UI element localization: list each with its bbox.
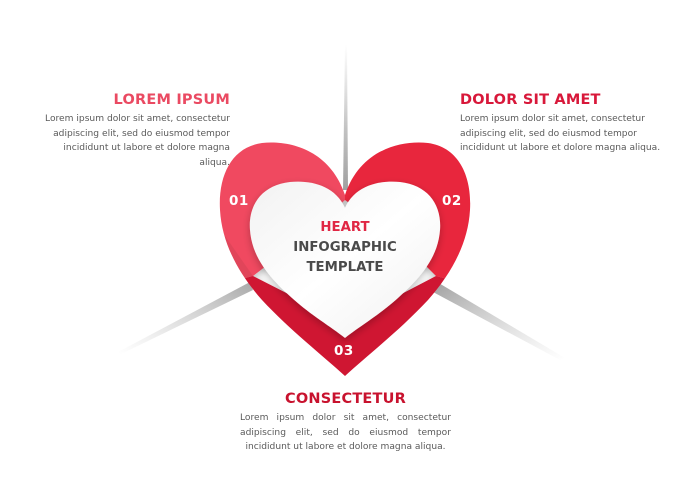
center-title-heart: HEART xyxy=(320,220,370,235)
fold-line-left xyxy=(118,282,253,354)
text-block-01: LOREM IPSUM Lorem ipsum dolor sit amet, … xyxy=(30,92,230,170)
fold-line-right xyxy=(433,282,565,360)
center-title-infographic: INFOGRAPHIC xyxy=(293,240,397,255)
segment-number-01: 01 xyxy=(229,193,249,209)
heart-inner xyxy=(249,181,441,338)
block-title-02: DOLOR SIT AMET xyxy=(460,92,601,108)
block-body-01: Lorem ipsum dolor sit amet, consectetur … xyxy=(45,114,230,168)
center-title-template: TEMPLATE xyxy=(306,260,384,275)
block-body-02: Lorem ipsum dolor sit amet, consectetur … xyxy=(460,114,661,153)
block-body-03: Lorem ipsum dolor sit amet, consectetur … xyxy=(240,413,451,452)
center-title: HEART INFOGRAPHIC TEMPLATE xyxy=(270,218,420,278)
text-block-03: CONSECTETUR Lorem ipsum dolor sit amet, … xyxy=(240,391,451,455)
fold-line-top xyxy=(343,45,348,190)
block-title-01: LOREM IPSUM xyxy=(113,92,230,108)
segment-number-03: 03 xyxy=(334,343,354,359)
segment-number-02: 02 xyxy=(442,193,462,209)
block-title-03: CONSECTETUR xyxy=(285,391,406,407)
text-block-02: DOLOR SIT AMET Lorem ipsum dolor sit ame… xyxy=(460,92,675,156)
fold-lines xyxy=(118,45,565,360)
